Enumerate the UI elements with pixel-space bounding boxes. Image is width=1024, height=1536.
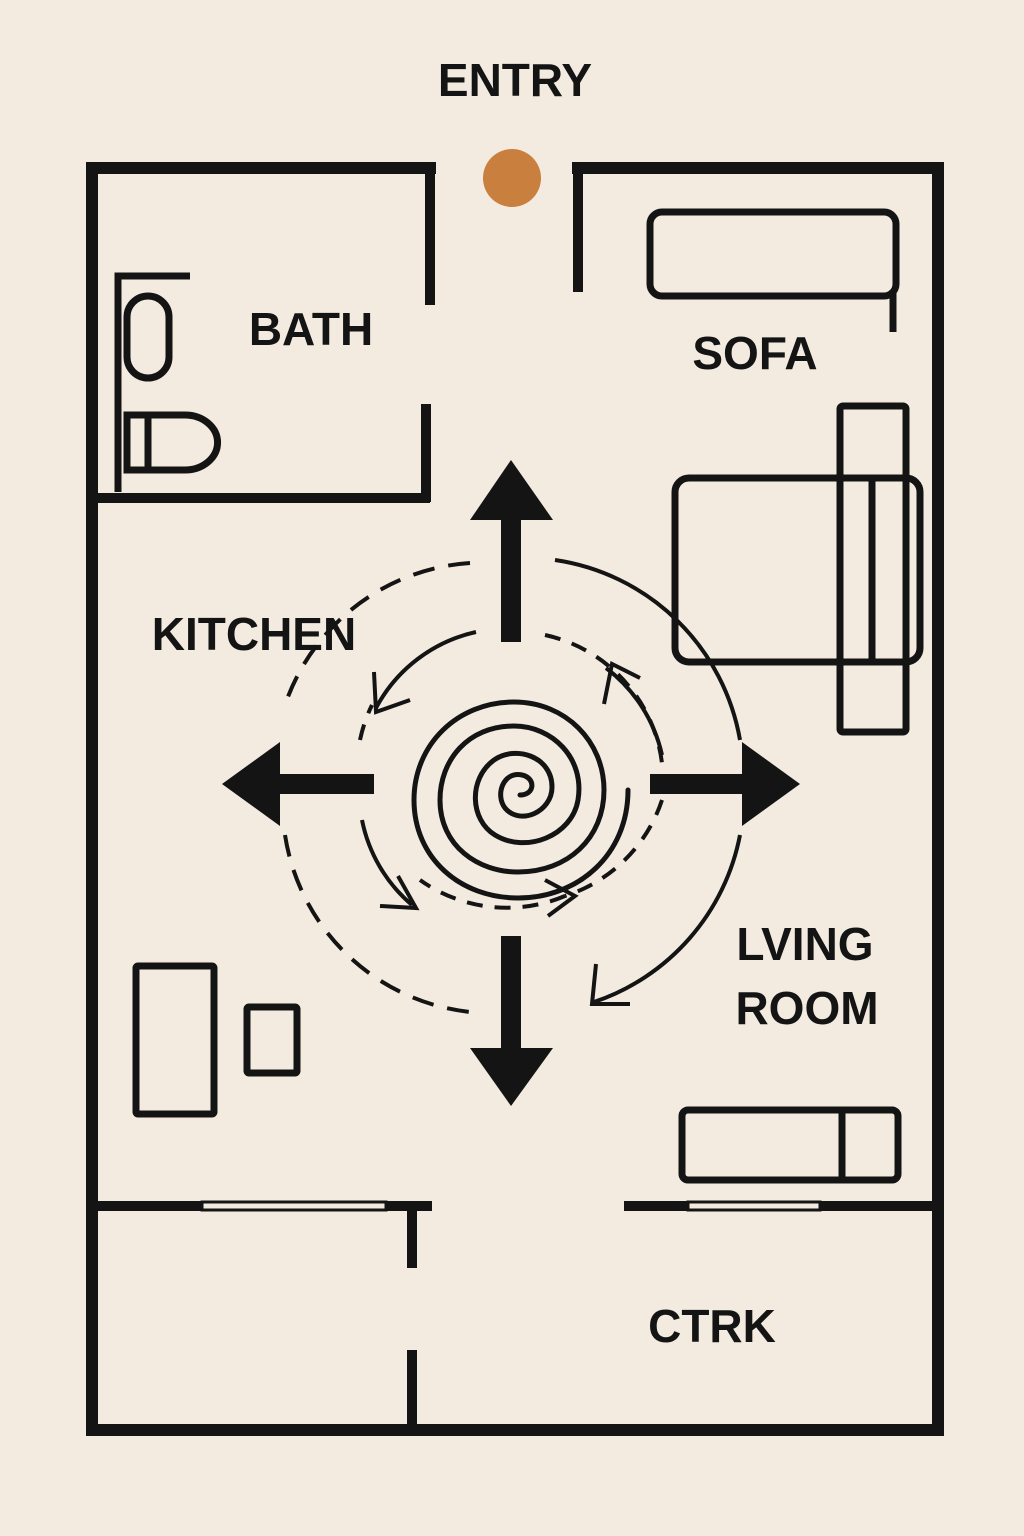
living-room-label-line1: LVING <box>736 918 873 970</box>
arc-inner-right <box>604 666 664 756</box>
ctrk-label: CTRK <box>648 1300 776 1352</box>
bath-fixtures <box>114 272 222 492</box>
kitchen-furniture <box>132 962 301 1118</box>
arrowhead-inner-left <box>372 671 411 715</box>
arc-inner-bottom-left <box>360 819 414 907</box>
sink <box>123 292 173 382</box>
dashed-inner <box>358 633 666 910</box>
arrow-right-icon <box>650 742 800 826</box>
windows <box>200 1200 822 1212</box>
entry-marker <box>483 149 541 207</box>
wall-top-left <box>86 162 944 1436</box>
arrowhead-inner-bottom <box>544 878 579 918</box>
entry-door-jambs <box>425 168 583 305</box>
bath-walls <box>92 404 431 503</box>
arrow-left-icon <box>222 742 374 826</box>
spiral-icon <box>411 699 631 901</box>
sofa-label: SOFA <box>692 327 817 379</box>
lower-partition <box>92 1201 938 1430</box>
entry-label: ENTRY <box>438 54 592 106</box>
outer-walls <box>86 162 944 1436</box>
tv-console <box>678 1106 902 1184</box>
sofa-furniture <box>646 208 900 332</box>
toilet <box>123 411 222 474</box>
dashed-orbit <box>283 561 471 1014</box>
arc-top-right <box>554 558 742 741</box>
living-room-label-line2: ROOM <box>735 982 878 1034</box>
direction-arrows <box>222 460 800 1106</box>
arrow-down-icon <box>470 936 553 1106</box>
arrow-up-icon <box>470 460 553 642</box>
arrowhead-inner-right <box>602 661 641 705</box>
circulation-arcs <box>360 558 742 1006</box>
bed-furniture <box>671 402 924 736</box>
arc-bottom-right <box>593 834 742 1004</box>
bath-label: BATH <box>249 303 373 355</box>
arrowhead-inner-bottom-left <box>379 875 420 911</box>
kitchen-label: KITCHEN <box>152 608 356 660</box>
arrowhead-bottom-right <box>589 963 630 1006</box>
arc-inner-left <box>374 630 477 709</box>
